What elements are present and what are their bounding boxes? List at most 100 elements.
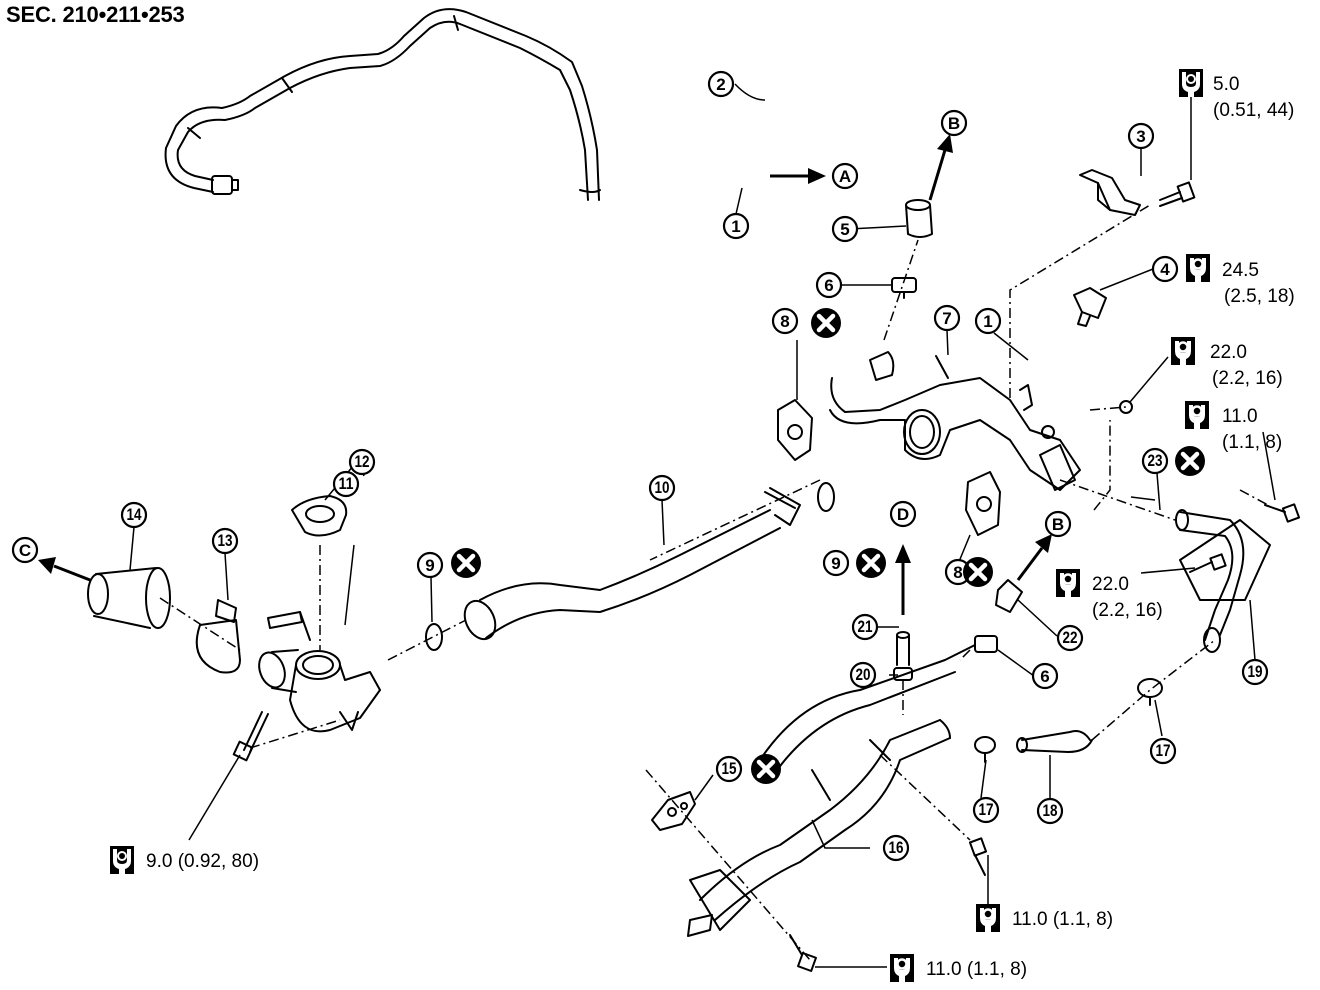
svg-text:6: 6 xyxy=(1040,667,1049,686)
svg-text:13: 13 xyxy=(218,531,233,550)
bolt-19 xyxy=(1264,503,1301,523)
svg-text:B: B xyxy=(948,114,960,133)
hose-22 xyxy=(995,579,1023,613)
svg-text:22.0: 22.0 xyxy=(1092,574,1129,595)
nut-sensor xyxy=(1119,400,1133,414)
water-pipe-19 xyxy=(1175,509,1271,653)
svg-text:A: A xyxy=(839,167,851,186)
water-pipe-16 xyxy=(687,644,976,937)
svg-text:5: 5 xyxy=(840,220,849,239)
callout-21: 21 xyxy=(851,613,879,641)
svg-text:(2.2, 16): (2.2, 16) xyxy=(1092,600,1163,621)
svg-text:18: 18 xyxy=(1043,801,1058,820)
callout-8: 8 xyxy=(771,307,799,335)
svg-text:10: 10 xyxy=(655,478,670,497)
torque-spec-9-0: 9.0 (0.92, 80) xyxy=(110,846,259,874)
bracket-3 xyxy=(1079,169,1141,216)
bolt-inlet xyxy=(232,711,269,762)
svg-text:4: 4 xyxy=(1160,260,1170,279)
clamp-17-right xyxy=(1137,678,1163,706)
o-ring-9-left xyxy=(425,623,443,651)
hose-14 xyxy=(87,567,171,629)
svg-text:11.0 (1.1, 8): 11.0 (1.1, 8) xyxy=(926,959,1027,980)
callout-17: 17 xyxy=(1149,737,1177,765)
torque-spec-11-0-bottom: 11.0 (1.1, 8) xyxy=(888,952,1027,984)
clamp-17-left xyxy=(974,736,996,763)
svg-text:20: 20 xyxy=(856,665,871,684)
callout-18: 18 xyxy=(1036,797,1064,825)
svg-text:1: 1 xyxy=(731,217,740,236)
torque-spec-24-5: 24.5 (2.5, 18) xyxy=(1184,252,1295,307)
marker-B-lower: B xyxy=(1044,510,1072,538)
svg-text:16: 16 xyxy=(889,838,904,857)
svg-text:9.0 (0.92, 80): 9.0 (0.92, 80) xyxy=(146,851,259,872)
arrow-to-C xyxy=(53,564,91,582)
o-ring-9-right xyxy=(817,482,835,512)
svg-text:23: 23 xyxy=(1148,451,1163,470)
hose-18 xyxy=(1016,730,1093,753)
svg-text:2: 2 xyxy=(716,75,725,94)
water-inlet-11 xyxy=(258,611,381,733)
replace-mark-15 xyxy=(751,754,781,784)
clamp-13 xyxy=(195,599,241,674)
svg-text:22: 22 xyxy=(1063,628,1078,647)
svg-text:6: 6 xyxy=(824,276,833,295)
callout-9: 9 xyxy=(822,549,850,577)
callout-4: 4 xyxy=(1151,255,1179,283)
svg-text:11.0 (1.1, 8): 11.0 (1.1, 8) xyxy=(1012,909,1113,930)
svg-text:(1.1, 8): (1.1, 8) xyxy=(1222,432,1282,453)
bolt-22 xyxy=(1189,553,1227,573)
hose-2 xyxy=(164,8,601,201)
water-pipe-10 xyxy=(463,487,801,641)
hose-21 xyxy=(896,631,910,666)
callout-5: 5 xyxy=(831,215,859,243)
arrow-to-B-upper xyxy=(928,149,947,201)
marker-D: D xyxy=(889,500,917,528)
svg-text:(2.2, 16): (2.2, 16) xyxy=(1212,368,1283,389)
callout-15: 15 xyxy=(715,755,743,783)
arrow-to-B-lower xyxy=(1016,547,1044,581)
svg-text:17: 17 xyxy=(1156,741,1171,760)
bolt-pipe16-a xyxy=(968,837,988,876)
torque-spec-11-0-middle: 11.0 (1.1, 8) xyxy=(974,902,1113,934)
callout-17: 17 xyxy=(972,796,1000,824)
callout-14: 14 xyxy=(120,501,148,529)
callout-1: 1 xyxy=(974,307,1002,335)
callout-20: 20 xyxy=(849,661,877,689)
callout-13: 13 xyxy=(211,527,239,555)
hose-5 xyxy=(905,199,933,238)
svg-text:19: 19 xyxy=(1248,662,1263,681)
replace-mark-9-right xyxy=(856,548,886,578)
svg-text:14: 14 xyxy=(127,505,142,524)
svg-text:11: 11 xyxy=(339,474,354,493)
clamp-1-upper xyxy=(211,175,239,195)
torque-spec-22-0-upper: 22.0 (2.2, 16) xyxy=(1169,335,1283,389)
svg-text:1: 1 xyxy=(983,312,992,331)
replace-mark-8-lower xyxy=(963,557,993,587)
torque-spec-5-0: 5.0 (0.51, 44) xyxy=(1179,69,1294,121)
callout-10: 10 xyxy=(648,474,676,502)
callout-23: 23 xyxy=(1141,447,1169,475)
marker-B-upper: B xyxy=(940,109,968,137)
svg-text:22.0: 22.0 xyxy=(1210,342,1247,363)
callout-2: 2 xyxy=(707,70,735,98)
svg-text:9: 9 xyxy=(425,556,434,575)
svg-text:21: 21 xyxy=(858,617,873,636)
clamp-6-lower xyxy=(974,635,998,653)
gasket-15 xyxy=(651,791,696,831)
callout-12: 12 xyxy=(348,448,376,476)
svg-text:7: 7 xyxy=(942,309,951,328)
callout-16: 16 xyxy=(882,834,910,862)
filler-cap-12 xyxy=(291,495,348,537)
marker-A: A xyxy=(831,162,859,190)
svg-text:17: 17 xyxy=(979,800,994,819)
callout-19: 19 xyxy=(1241,658,1269,686)
svg-text:(2.5, 18): (2.5, 18) xyxy=(1224,286,1295,307)
svg-text:24.5: 24.5 xyxy=(1222,260,1259,281)
callout-1: 1 xyxy=(722,212,750,240)
svg-text:15: 15 xyxy=(722,759,737,778)
svg-text:B: B xyxy=(1052,515,1064,534)
callout-11: 11 xyxy=(332,470,360,498)
gasket-8-lower xyxy=(965,471,1001,536)
callout-3: 3 xyxy=(1127,122,1155,150)
